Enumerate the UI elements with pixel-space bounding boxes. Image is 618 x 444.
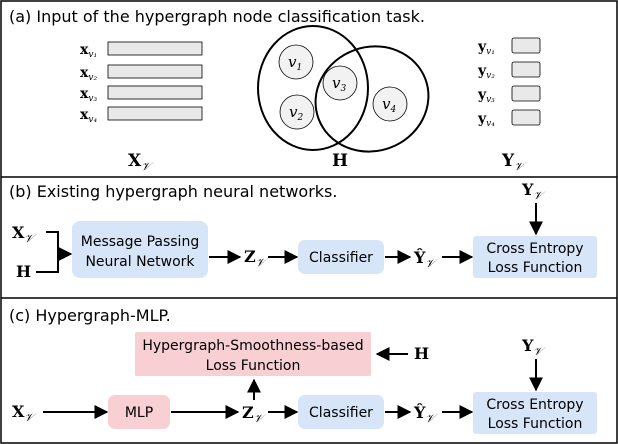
b-mp-line1: Message Passing (81, 234, 199, 250)
label-y-v1: yv₁ (477, 39, 495, 57)
node-v3 (322, 65, 358, 101)
c-mlp-box (108, 395, 170, 429)
feature-bar-v1 (107, 41, 203, 56)
feature-label-v2: xv₂ (80, 65, 97, 83)
panel-b-title: (b) Existing hypergraph neural networks. (9, 182, 337, 201)
b-loss-line2: Loss Function (488, 260, 583, 276)
feature-bar-v2 (107, 64, 203, 79)
b-yhat: Ŷ𝒱 (413, 247, 438, 270)
b-loss-line1: Cross Entropy (486, 241, 583, 257)
node-v2-label: v2 (289, 103, 303, 123)
feature-label-v4: xv₄ (80, 107, 97, 125)
hyperedge-2 (314, 45, 430, 153)
c-smooth-line2: Loss Function (206, 358, 301, 374)
c-y-top: Y𝒱 (521, 336, 546, 358)
label-matrix: yv₁ yv₂ yv₃ yv₄ (477, 37, 541, 129)
panel-a-title: (a) Input of the hypergraph node classif… (9, 7, 425, 26)
c-loss-line1: Cross Entropy (486, 397, 583, 413)
label-y-v2: yv₂ (477, 63, 495, 81)
hypergraph-label: H (332, 151, 348, 171)
c-mlp-label: MLP (125, 405, 153, 421)
c-h-input: H (414, 344, 429, 363)
c-loss-box (473, 392, 597, 434)
label-y-v3: yv₃ (477, 87, 495, 105)
features-matrix-label: X𝒱 (128, 151, 154, 173)
c-yhat: Ŷ𝒱 (413, 402, 438, 425)
b-mp-line2: Neural Network (85, 254, 195, 270)
node-v4-label: v4 (382, 95, 396, 115)
node-v1 (278, 44, 314, 80)
b-y-top: Y𝒱 (521, 180, 546, 202)
b-classifier-label: Classifier (309, 250, 373, 266)
b-loss-box (473, 236, 597, 278)
c-classifier-label: Classifier (309, 405, 373, 421)
b-h-input: H (16, 262, 31, 281)
c-smoothness-box (135, 332, 371, 376)
feature-label-v3: xv₃ (80, 86, 97, 104)
feature-bar-v4 (107, 106, 203, 121)
feature-label-v1: xv₁ (80, 42, 97, 60)
node-v2 (279, 94, 315, 130)
c-x-input: X𝒱 (12, 402, 37, 424)
label-box-v1 (511, 37, 541, 54)
c-smooth-line1: Hypergraph-Smoothness-based (142, 338, 363, 354)
panel-c-title: (c) Hypergraph-MLP. (9, 306, 171, 325)
label-y-v4: yv₄ (477, 111, 495, 129)
b-classifier-box (298, 240, 384, 274)
b-z: Z𝒱 (244, 247, 269, 269)
b-input-bracket (36, 231, 59, 273)
label-box-v3 (511, 85, 541, 102)
hyperedge-1 (257, 25, 369, 151)
label-box-v2 (511, 61, 541, 78)
c-classifier-box (298, 395, 384, 429)
feature-matrix: xv₁ xv₂ xv₃ xv₄ (80, 41, 203, 125)
feature-bar-v3 (107, 85, 203, 100)
c-loss-line2: Loss Function (488, 416, 583, 432)
node-v1-label: v1 (288, 53, 302, 73)
hypergraph: v1 v3 v2 v4 (257, 25, 430, 153)
b-x-input: X𝒱 (12, 223, 37, 245)
node-v3-label: v3 (332, 74, 346, 94)
b-message-passing-box (72, 221, 208, 278)
label-box-v4 (511, 109, 541, 126)
node-v4 (372, 86, 408, 122)
labels-matrix-label: Y𝒱 (501, 151, 527, 173)
c-z: Z𝒱 (242, 403, 267, 425)
